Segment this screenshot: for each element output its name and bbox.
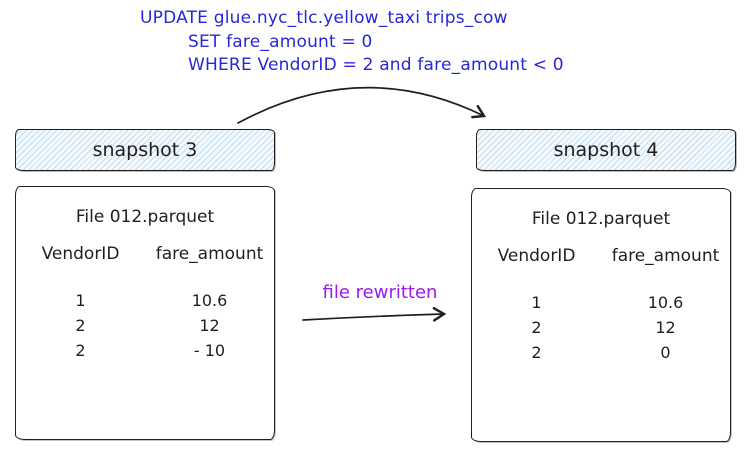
- cell-fare-amount: 0: [660, 343, 671, 362]
- file-column-headers: VendorID fare_amount: [16, 244, 274, 264]
- cell-vendorid: 2: [531, 343, 542, 362]
- column-vendorid: VendorID: [497, 246, 576, 266]
- cell-fare-amount: 10.6: [647, 293, 684, 312]
- cell-fare-amount: 12: [655, 318, 676, 337]
- snapshot-4-label: snapshot 4: [553, 139, 659, 161]
- file-rewritten-arrow: [302, 306, 447, 322]
- file-box-snapshot-4: File 012.parquet VendorID fare_amount 1 …: [471, 188, 731, 442]
- cell-vendorid: 2: [75, 316, 86, 335]
- cell-fare-amount: - 10: [193, 341, 226, 360]
- column-vendorid: VendorID: [41, 244, 120, 264]
- table-row: 1 10.6: [472, 293, 730, 318]
- file-rows: 1 10.6 2 12 2 0: [472, 293, 730, 368]
- update-to-snapshot4-arrow: [237, 86, 487, 124]
- file-box-snapshot-3: File 012.parquet VendorID fare_amount 1 …: [15, 186, 275, 440]
- cell-fare-amount: 12: [199, 316, 220, 335]
- file-rewritten-label: file rewritten: [322, 282, 438, 303]
- file-column-headers: VendorID fare_amount: [472, 246, 730, 266]
- cell-vendorid: 2: [75, 341, 86, 360]
- column-fare-amount: fare_amount: [155, 244, 264, 264]
- snapshot-3-label: snapshot 3: [92, 139, 198, 161]
- snapshot-3-bar: snapshot 3: [15, 129, 275, 171]
- snapshot-4-bar: snapshot 4: [476, 129, 736, 171]
- cell-vendorid: 1: [531, 293, 542, 312]
- file-title: File 012.parquet: [531, 209, 671, 229]
- sql-set-line: SET fare_amount = 0: [188, 32, 373, 52]
- cell-vendorid: 2: [531, 318, 542, 337]
- table-row: 1 10.6: [16, 291, 274, 316]
- cell-fare-amount: 10.6: [191, 291, 228, 310]
- column-fare-amount: fare_amount: [611, 246, 720, 266]
- sql-where-line: WHERE VendorID = 2 and fare_amount < 0: [188, 55, 564, 75]
- file-title: File 012.parquet: [75, 207, 215, 227]
- file-rows: 1 10.6 2 12 2 - 10: [16, 291, 274, 366]
- table-row: 2 12: [472, 318, 730, 343]
- cell-vendorid: 1: [75, 291, 86, 310]
- table-row: 2 12: [16, 316, 274, 341]
- table-row: 2 0: [472, 343, 730, 368]
- table-row: 2 - 10: [16, 341, 274, 366]
- sql-update-line: UPDATE glue.nyc_tlc.yellow_taxi trips_co…: [140, 8, 508, 28]
